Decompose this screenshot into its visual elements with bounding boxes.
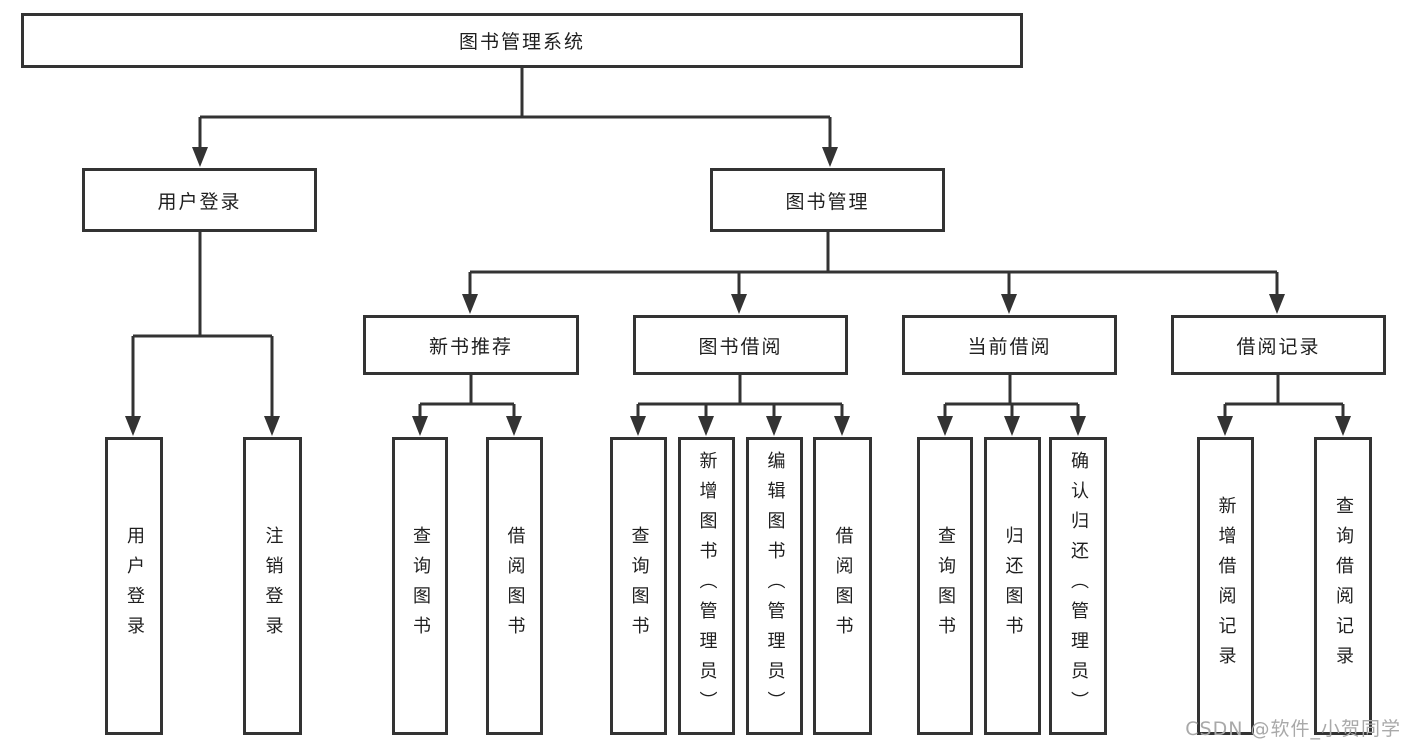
- leaf-label: 新增借阅记录: [1215, 496, 1237, 676]
- leaf-logout: 注销登录: [243, 437, 302, 735]
- csdn-watermark: CSDN @软件_小贺同学: [1185, 718, 1401, 740]
- leaf-borrow-book-2: 借阅图书: [813, 437, 872, 735]
- leaf-label: 查询图书: [410, 526, 431, 646]
- leaf-add-borrow-record: 新增借阅记录: [1197, 437, 1254, 735]
- leaf-return-book: 归还图书: [984, 437, 1041, 735]
- leaf-label: 查询图书: [935, 526, 956, 646]
- node-book-borrow: 图书借阅: [633, 315, 848, 375]
- node-label: 用户登录: [157, 190, 242, 213]
- node-user-login: 用户登录: [82, 168, 317, 232]
- node-borrow-records: 借阅记录: [1171, 315, 1386, 375]
- leaf-label: 查询借阅记录: [1333, 496, 1354, 676]
- leaf-label: 用户登录: [124, 526, 145, 646]
- leaf-label: 归还图书: [1002, 526, 1024, 646]
- leaf-query-book-1: 查询图书: [392, 437, 448, 735]
- leaf-label: 编辑图书（管理员）: [764, 451, 786, 721]
- leaf-label: 确认归还（管理员）: [1068, 451, 1089, 721]
- node-label: 图书借阅: [698, 335, 783, 358]
- leaf-label: 借阅图书: [832, 526, 854, 646]
- node-label: 图书管理系统: [458, 31, 585, 53]
- node-current-borrow: 当前借阅: [902, 315, 1117, 375]
- node-label: 当前借阅: [967, 335, 1052, 358]
- leaf-query-book-2: 查询图书: [610, 437, 667, 735]
- node-label: 图书管理: [785, 190, 870, 213]
- node-label: 借阅记录: [1236, 335, 1321, 358]
- leaf-query-book-3: 查询图书: [917, 437, 973, 735]
- leaf-query-borrow-record: 查询借阅记录: [1314, 437, 1372, 735]
- node-book-management: 图书管理: [710, 168, 945, 232]
- node-new-book-recommend: 新书推荐: [363, 315, 579, 375]
- leaf-label: 借阅图书: [504, 526, 526, 646]
- node-label: 新书推荐: [428, 335, 513, 358]
- node-book-management-system: 图书管理系统: [21, 13, 1023, 68]
- leaf-label: 注销登录: [262, 526, 284, 646]
- leaf-label: 查询图书: [628, 526, 650, 646]
- leaf-label: 新增图书（管理员）: [696, 451, 718, 721]
- leaf-edit-book-admin: 编辑图书（管理员）: [746, 437, 803, 735]
- leaf-user-login: 用户登录: [105, 437, 163, 735]
- leaf-borrow-book-1: 借阅图书: [486, 437, 543, 735]
- leaf-confirm-return-admin: 确认归还（管理员）: [1049, 437, 1107, 735]
- leaf-add-book-admin: 新增图书（管理员）: [678, 437, 735, 735]
